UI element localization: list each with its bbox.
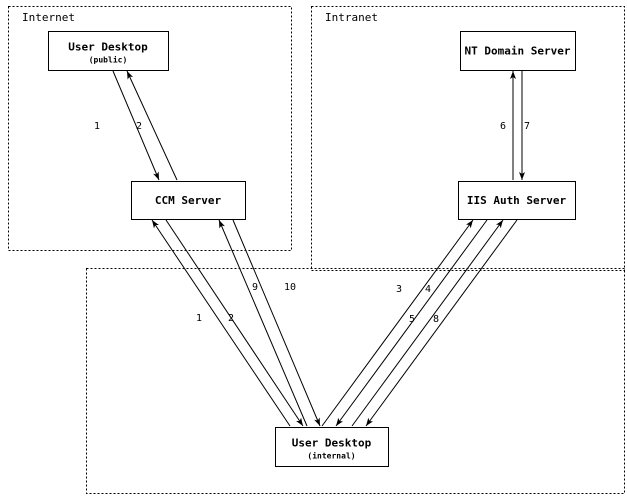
step-label-6-iis-auth-server-to-nt-domain-server: 6 [500,121,506,132]
node-title-iis-auth-server: IIS Auth Server [467,194,567,207]
zone-border-intranet [311,6,625,271]
flow-arrow-5-user-desktop-internal-to-iis-auth-server [351,219,504,427]
node-subtitle-user-desktop-internal: (internal) [307,451,355,461]
step-label-8-iis-auth-server-to-user-desktop-internal: 8 [433,314,439,325]
node-box-user-desktop-public[interactable] [47,30,170,72]
node-box-nt-domain-server[interactable] [459,30,577,72]
node-title-nt-domain-server: NT Domain Server [465,45,571,58]
node-iis-auth-server[interactable]: IIS Auth Server [457,180,577,221]
zone-internal-lan [86,268,625,494]
step-label-9-user-desktop-internal-to-ccm-server: 9 [252,282,258,293]
node-user-desktop-internal[interactable]: User Desktop(internal) [274,426,390,468]
node-box-user-desktop-internal[interactable] [274,426,390,468]
node-box-ccm-server[interactable] [130,180,247,221]
step-label-2-ccm-server-to-user-desktop-internal: 2 [228,313,234,324]
zone-label-intranet: Intranet [325,11,378,24]
zone-border-internet [8,6,292,251]
step-label-1-user-desktop-internal-to-ccm-server: 1 [196,313,202,324]
flow-arrow-2-ccm-server-to-user-desktop-internal [165,219,304,427]
step-label-4-iis-auth-server-to-user-desktop-internal: 4 [425,284,431,295]
zone-border-internal-lan [86,268,625,494]
flow-arrow-10-ccm-server-to-user-desktop-internal [232,219,321,427]
zone-boundaries: Internet Intranet [8,6,625,494]
step-label-1-user-desktop-public-to-ccm-server: 1 [94,121,100,132]
flow-arrow-2-ccm-server-to-user-desktop-public [126,70,178,181]
flow-arrows [112,70,525,427]
node-nt-domain-server[interactable]: NT Domain Server [459,30,577,72]
flow-arrow-1-user-desktop-internal-to-ccm-server [151,219,291,427]
node-subtitle-user-desktop-public: (public) [89,55,128,65]
step-label-10-ccm-server-to-user-desktop-internal: 10 [284,282,296,293]
step-label-7-nt-domain-server-to-iis-auth-server: 7 [524,121,530,132]
node-box-iis-auth-server[interactable] [457,180,577,221]
flow-arrow-4-iis-auth-server-to-user-desktop-internal [335,219,488,427]
node-title-user-desktop-public: User Desktop [68,41,148,54]
node-ccm-server[interactable]: CCM Server [130,180,247,221]
flow-arrow-1-user-desktop-public-to-ccm-server [112,70,160,181]
node-title-ccm-server: CCM Server [155,194,222,207]
flow-arrow-8-iis-auth-server-to-user-desktop-internal [365,219,518,427]
zone-internet: Internet [8,6,292,251]
flow-arrow-9-user-desktop-internal-to-ccm-server [218,219,308,427]
node-user-desktop-public[interactable]: User Desktop(public) [47,30,170,72]
zone-intranet: Intranet [311,6,625,271]
zone-label-internet: Internet [22,11,75,24]
node-title-user-desktop-internal: User Desktop [292,437,372,450]
step-label-2-ccm-server-to-user-desktop-public: 2 [136,121,142,132]
step-label-5-user-desktop-internal-to-iis-auth-server: 5 [409,314,415,325]
flow-arrow-3-user-desktop-internal-to-iis-auth-server [321,219,474,427]
step-number-labels: 1 2 1 2 3 4 5 8 6 7 9 10 [94,121,530,325]
step-label-3-user-desktop-internal-to-iis-auth-server: 3 [396,284,402,295]
